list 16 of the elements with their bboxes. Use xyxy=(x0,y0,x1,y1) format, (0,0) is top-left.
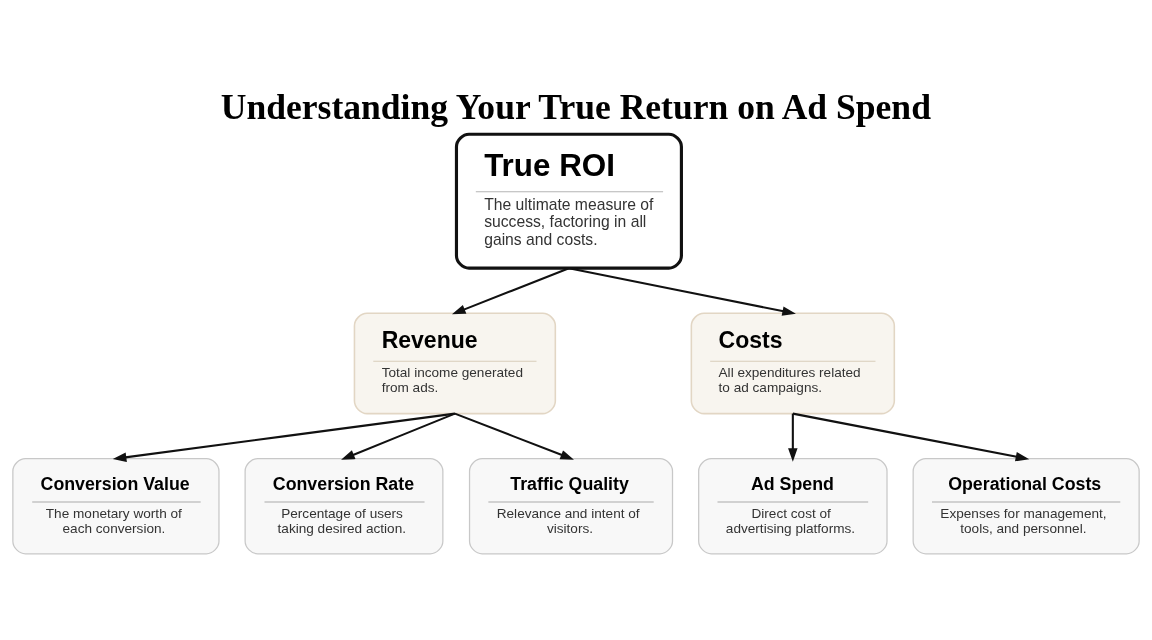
arrow xyxy=(792,412,1030,461)
node-box: Revenue Total income generated from ads. xyxy=(353,311,557,414)
arrow xyxy=(112,412,456,462)
node-box: Operational Costs Expenses for management, tools, and personnel. xyxy=(912,457,1140,554)
node-box: Costs All expenditures related to ad campaigns. xyxy=(690,311,896,414)
node-box: Conversion Rate Percentage of users taking desired action. xyxy=(244,457,444,554)
arrow xyxy=(454,412,574,460)
node-box: Conversion Value The monetary worth of each conversion. xyxy=(12,457,220,554)
arrow xyxy=(568,266,796,316)
arrow xyxy=(341,412,456,460)
node-box: Ad Spend Direct cost of advertising platforms. xyxy=(698,457,888,554)
diagram-title: Understanding Your True Return on Ad Spend xyxy=(220,86,931,127)
arrow xyxy=(788,413,798,462)
node-box: Traffic Quality Relevance and intent of visitors. xyxy=(468,457,674,554)
arrow xyxy=(451,266,570,314)
node-box: True ROI The ultimate measure of success, factoring in all gains and costs. xyxy=(454,132,683,270)
